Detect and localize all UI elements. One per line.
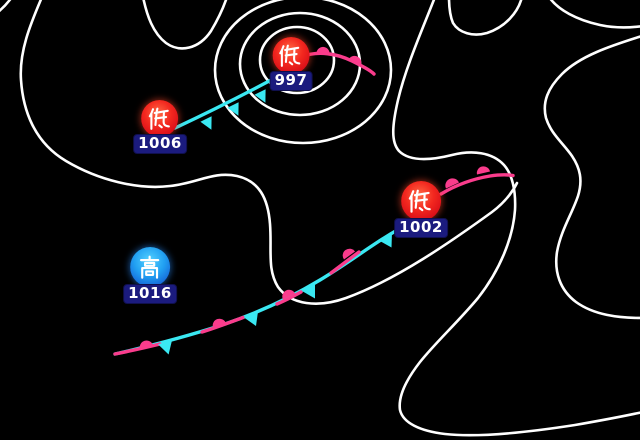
- warm-front-1002-east: [439, 166, 515, 196]
- kanji-low-icon: [279, 44, 301, 67]
- isobar-path: [447, 0, 523, 36]
- kanji-high-icon: [140, 255, 160, 279]
- isobar-path: [142, 0, 228, 50]
- isobar-path: [549, 0, 640, 29]
- pressure-badge: 1002: [394, 218, 448, 238]
- cold-front-triangle: [227, 102, 239, 116]
- low-system-997: 997: [269, 37, 313, 91]
- warm-front-bump: [139, 340, 153, 349]
- kanji-low-icon: [409, 189, 432, 213]
- stationary-front-warm-segment: [329, 250, 361, 275]
- cold-front-triangle: [302, 284, 315, 299]
- cold-front-triangle: [254, 89, 266, 103]
- pressure-badge: 1016: [123, 284, 177, 304]
- warm-front-bump: [316, 46, 330, 55]
- stationary-front-warm-segment: [113, 342, 162, 356]
- isobar-path-east: [543, 35, 640, 320]
- high-system-1016: 1016: [123, 247, 177, 304]
- cold-front-triangle: [244, 311, 258, 326]
- isobar-path: [0, 0, 12, 13]
- stationary-front-cold-base: [113, 213, 433, 356]
- low-circle: [141, 100, 179, 137]
- stationary-front-warm-segment: [275, 290, 303, 306]
- isobar-path-central: [391, 0, 640, 437]
- pressure-badge: 1006: [133, 134, 187, 154]
- warm-front-bump: [348, 55, 362, 65]
- warm-front-bump: [342, 248, 355, 260]
- stationary-front-southwest-1002: [113, 213, 433, 356]
- isobar-path-long-west: [19, 0, 519, 305]
- warm-front-bump: [212, 318, 226, 328]
- low-circle: [401, 181, 441, 221]
- warm-front-line: [439, 173, 515, 196]
- isobar-ring-inner: [258, 25, 336, 95]
- cold-front-triangle: [378, 232, 392, 248]
- pressure-badge: 997: [269, 71, 313, 91]
- low-system-1002: 1002: [394, 181, 448, 238]
- isobar-ring-outer: [213, 0, 393, 145]
- high-circle: [130, 247, 170, 287]
- front-group: [113, 46, 515, 356]
- cold-front-triangle: [158, 340, 172, 355]
- low-system-1006: 1006: [133, 100, 187, 154]
- warm-front-997-east: [299, 46, 376, 76]
- cold-front-triangle: [200, 116, 212, 130]
- warm-front-bump: [282, 289, 295, 300]
- stationary-front-warm-segment: [200, 315, 245, 334]
- low-circle: [272, 37, 310, 74]
- warm-front-bump: [476, 166, 490, 175]
- kanji-low-icon: [148, 107, 170, 130]
- warm-front-bump: [445, 178, 459, 189]
